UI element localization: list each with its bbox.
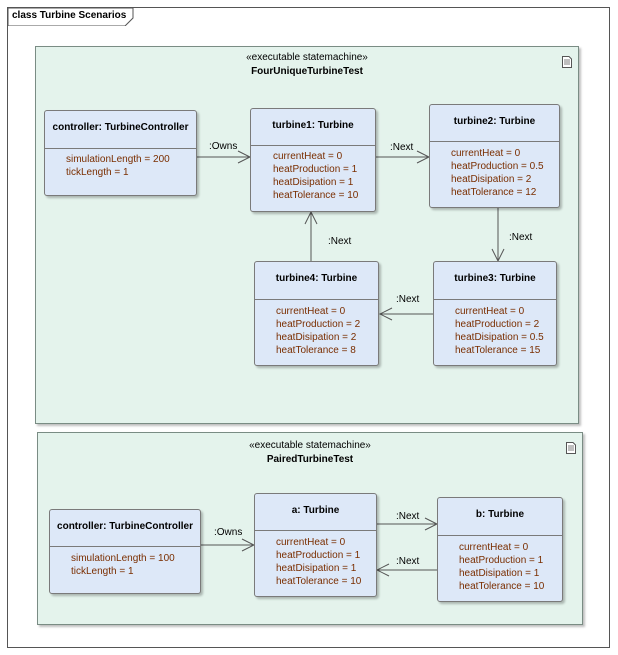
class-title: turbine2: Turbine — [453, 116, 536, 127]
attribute: currentHeat = 0 — [451, 148, 521, 159]
class-attributes: currentHeat = 0 heatProduction = 2 heatD… — [455, 305, 544, 357]
next-arrowhead — [304, 210, 318, 225]
class-controller[interactable]: controller: TurbineController simulation… — [49, 509, 201, 594]
class-attributes: currentHeat = 0 heatProduction = 2 heatD… — [276, 305, 360, 357]
class-attributes: currentHeat = 0 heatProduction = 1 heatD… — [273, 150, 358, 202]
attribute: heatDisipation = 1 — [459, 568, 540, 579]
attribute: heatTolerance = 12 — [451, 187, 537, 198]
class-controller[interactable]: controller: TurbineController simulation… — [44, 110, 197, 196]
class-attributes: currentHeat = 0 heatProduction = 1 heatD… — [459, 541, 544, 593]
class-title: a: Turbine — [291, 505, 340, 516]
next-label: :Next — [396, 294, 420, 305]
class-attributes: currentHeat = 0 heatProduction = 0.5 hea… — [451, 147, 544, 199]
attribute: heatProduction = 2 — [455, 319, 540, 330]
class-attributes: simulationLength = 100 tickLength = 1 — [71, 552, 175, 578]
note-icon — [566, 442, 576, 454]
class-turbine-a[interactable]: a: Turbine currentHeat = 0 heatProductio… — [254, 493, 377, 597]
attribute: heatDisipation = 2 — [276, 332, 357, 343]
next-arrowhead — [375, 563, 390, 577]
attribute: heatProduction = 2 — [276, 319, 361, 330]
next-label: :Next — [509, 232, 533, 243]
owns-label: :Owns — [214, 527, 243, 538]
class-divider — [50, 546, 200, 547]
diagram-title: class Turbine Scenarios — [12, 10, 127, 21]
next-arrowhead — [378, 307, 393, 321]
attribute: heatTolerance = 10 — [459, 581, 545, 592]
class-divider — [45, 148, 196, 149]
attribute: simulationLength = 100 — [71, 553, 175, 564]
class-attributes: currentHeat = 0 heatProduction = 1 heatD… — [276, 536, 361, 588]
next-label: :Next — [390, 142, 414, 153]
class-divider — [430, 141, 559, 142]
attribute: heatProduction = 0.5 — [451, 161, 544, 172]
attribute: heatTolerance = 10 — [273, 190, 359, 201]
attribute: heatDisipation = 2 — [451, 174, 532, 185]
class-title: controller: TurbineController — [52, 122, 189, 133]
class-divider — [251, 145, 375, 146]
class-turbine-b[interactable]: b: Turbine currentHeat = 0 heatProductio… — [437, 497, 563, 602]
package-stereotype: «executable statemachine» — [246, 52, 368, 63]
attribute: currentHeat = 0 — [459, 542, 529, 553]
class-turbine1[interactable]: turbine1: Turbine currentHeat = 0 heatPr… — [250, 108, 376, 212]
note-icon — [562, 56, 572, 68]
attribute: heatTolerance = 10 — [276, 576, 362, 587]
frame-tab — [8, 8, 134, 26]
package-name: PairedTurbineTest — [266, 454, 354, 465]
class-divider — [255, 299, 378, 300]
class-title: turbine1: Turbine — [272, 120, 354, 131]
package-name: FourUniqueTurbineTest — [251, 66, 363, 77]
next-label: :Next — [396, 556, 420, 567]
class-turbine4[interactable]: turbine4: Turbine currentHeat = 0 heatPr… — [254, 261, 379, 366]
next-label: :Next — [328, 236, 352, 247]
package-stereotype: «executable statemachine» — [249, 440, 371, 451]
attribute: tickLength = 1 — [71, 566, 134, 577]
diagram-frame: class Turbine Scenarios — [7, 7, 610, 648]
attribute: heatTolerance = 15 — [455, 345, 541, 356]
class-turbine3[interactable]: turbine3: Turbine currentHeat = 0 heatPr… — [433, 261, 557, 366]
attribute: currentHeat = 0 — [455, 306, 525, 317]
class-title: turbine3: Turbine — [454, 273, 536, 284]
attribute: simulationLength = 200 — [66, 154, 170, 165]
class-divider — [434, 299, 556, 300]
attribute: currentHeat = 0 — [276, 537, 346, 548]
class-divider — [255, 530, 376, 531]
attribute: heatDisipation = 1 — [273, 177, 354, 188]
next-label: :Next — [396, 511, 420, 522]
class-title: controller: TurbineController — [57, 521, 193, 532]
attribute: heatTolerance = 8 — [276, 345, 356, 356]
class-divider — [438, 535, 562, 536]
attribute: currentHeat = 0 — [273, 151, 343, 162]
class-attributes: simulationLength = 200 tickLength = 1 — [66, 153, 170, 179]
attribute: tickLength = 1 — [66, 167, 129, 178]
attribute: heatDisipation = 1 — [276, 563, 357, 574]
class-title: turbine4: Turbine — [275, 273, 358, 284]
attribute: currentHeat = 0 — [276, 306, 346, 317]
owns-label: :Owns — [209, 141, 238, 152]
attribute: heatProduction = 1 — [276, 550, 361, 561]
class-turbine2[interactable]: turbine2: Turbine currentHeat = 0 heatPr… — [429, 104, 560, 208]
attribute: heatProduction = 1 — [459, 555, 544, 566]
attribute: heatProduction = 1 — [273, 164, 358, 175]
attribute: heatDisipation = 0.5 — [455, 332, 544, 343]
class-title: b: Turbine — [475, 509, 525, 520]
